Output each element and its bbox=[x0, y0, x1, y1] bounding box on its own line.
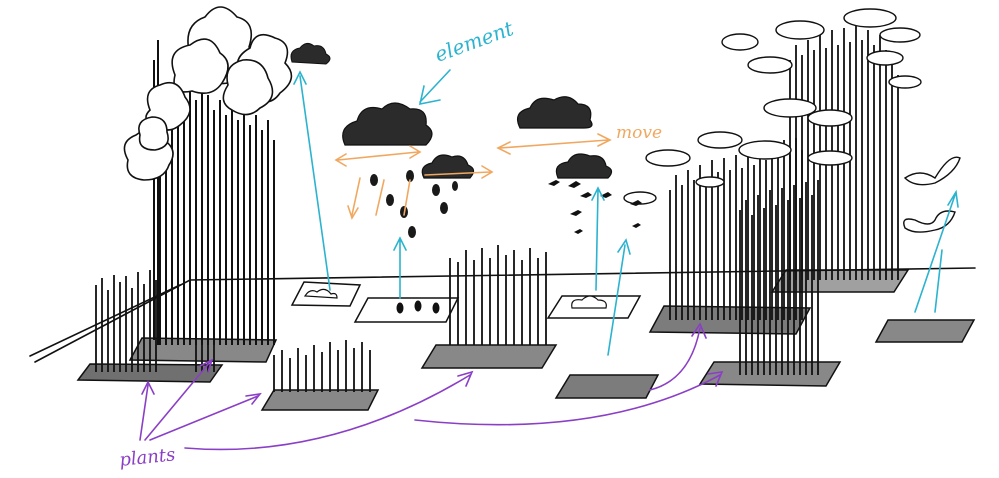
cloud-icon bbox=[555, 153, 613, 179]
tall-trees-left bbox=[95, 6, 293, 372]
plot-contents bbox=[303, 288, 607, 314]
plants-label: plants bbox=[118, 444, 176, 471]
grass-icon bbox=[273, 245, 547, 392]
element-label: element bbox=[432, 16, 518, 67]
bird-icon bbox=[548, 180, 642, 234]
cloud-icon bbox=[342, 102, 433, 146]
move-label: move bbox=[616, 123, 662, 143]
wing-icon bbox=[903, 156, 961, 233]
element-arrows bbox=[293, 69, 959, 356]
raindrop-icon bbox=[370, 170, 458, 238]
plants-arrows bbox=[139, 322, 724, 451]
tree-canopy bbox=[123, 6, 293, 181]
tall-trees-right bbox=[623, 8, 922, 375]
grass-left bbox=[95, 265, 215, 372]
tree-canopy-right bbox=[623, 8, 922, 205]
move-arrows bbox=[334, 133, 612, 220]
plot-tile-icon bbox=[76, 269, 976, 411]
cloud-icon bbox=[517, 96, 593, 129]
cloud-icon bbox=[290, 42, 331, 65]
cloud-icon bbox=[421, 154, 475, 179]
